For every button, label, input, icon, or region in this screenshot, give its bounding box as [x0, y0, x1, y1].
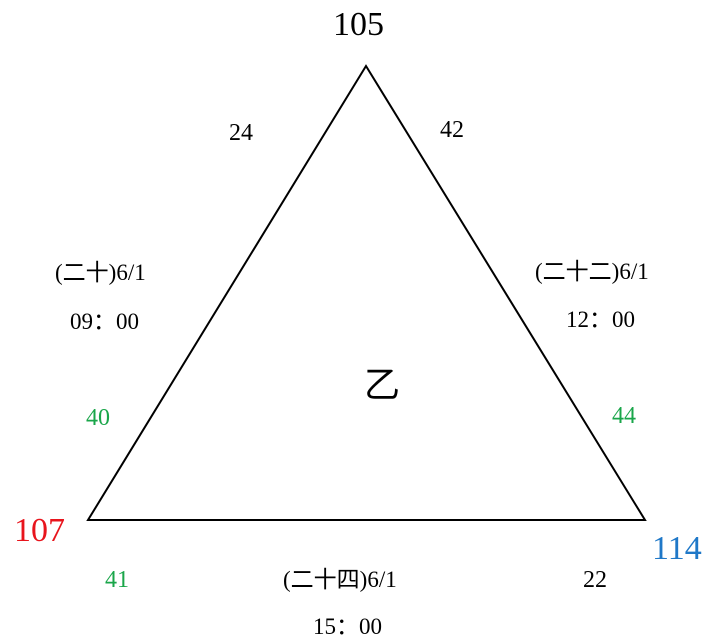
- bottom-side-time: 15：00: [313, 614, 382, 639]
- edge-number-bottom-right: 22: [583, 567, 607, 593]
- edge-number-top-left: 24: [229, 120, 253, 146]
- right-side-time: 12：00: [566, 307, 635, 332]
- edge-number-left-lower: 40: [86, 405, 110, 431]
- edge-number-top-right: 42: [440, 117, 464, 143]
- vertex-left-label: 107: [14, 512, 65, 549]
- edge-number-right-lower: 44: [612, 403, 636, 429]
- edge-number-bottom-left: 41: [105, 567, 129, 593]
- left-side-time: 09：00: [70, 309, 139, 334]
- left-side-date: (二十)6/1: [55, 260, 146, 285]
- vertex-right-label: 114: [652, 530, 702, 567]
- right-side-date: (二十二)6/1: [535, 259, 649, 284]
- vertex-top-label: 105: [333, 6, 384, 43]
- center-label: 乙: [364, 365, 401, 406]
- bottom-side-date: (二十四)6/1: [283, 567, 397, 592]
- triangle-outline: [86, 64, 647, 521]
